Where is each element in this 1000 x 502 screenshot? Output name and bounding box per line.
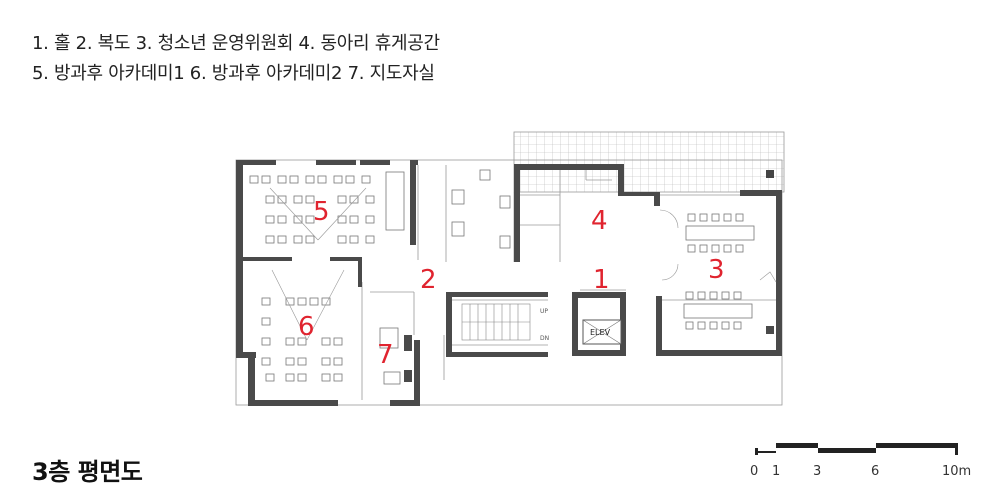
room-number-1: 1 [593, 265, 610, 295]
toilet-fixtures [451, 169, 511, 249]
room6-furniture [261, 297, 343, 382]
scale-tick-0: 0 [750, 464, 758, 479]
scale-tick-3: 3 [813, 464, 821, 479]
room5-furniture [249, 171, 405, 244]
scale-tick-10m: 10m [942, 464, 971, 479]
legend-line-2: 5. 방과후 아카데미1 6. 방과후 아카데미2 7. 지도자실 [32, 63, 435, 84]
door-swings [659, 209, 777, 283]
room-number-5: 5 [313, 197, 330, 227]
room7-furniture [379, 327, 401, 385]
room-number-6: 6 [298, 312, 315, 342]
page-title: 3층 평면도 [32, 458, 143, 486]
stair-up-label: UP [540, 308, 548, 315]
stair-down-label: DN [540, 335, 549, 342]
stair [461, 303, 531, 341]
legend-line-1: 1. 홀 2. 복도 3. 청소년 운영위원회 4. 동아리 휴게공간 [32, 33, 440, 54]
scale-tick-1: 1 [772, 464, 780, 479]
scale-bar [755, 443, 958, 455]
walls [236, 160, 782, 406]
room-number-7: 7 [377, 340, 394, 370]
room3-furniture [683, 213, 755, 330]
scale-tick-6: 6 [871, 464, 879, 479]
terrace-post [766, 170, 774, 178]
projection-lines [269, 187, 367, 341]
room-number-3: 3 [708, 255, 725, 285]
room-number-4: 4 [591, 206, 608, 236]
roof-terrace [513, 131, 785, 193]
room-number-2: 2 [420, 265, 437, 295]
elevator-label: ELEV [590, 328, 611, 337]
